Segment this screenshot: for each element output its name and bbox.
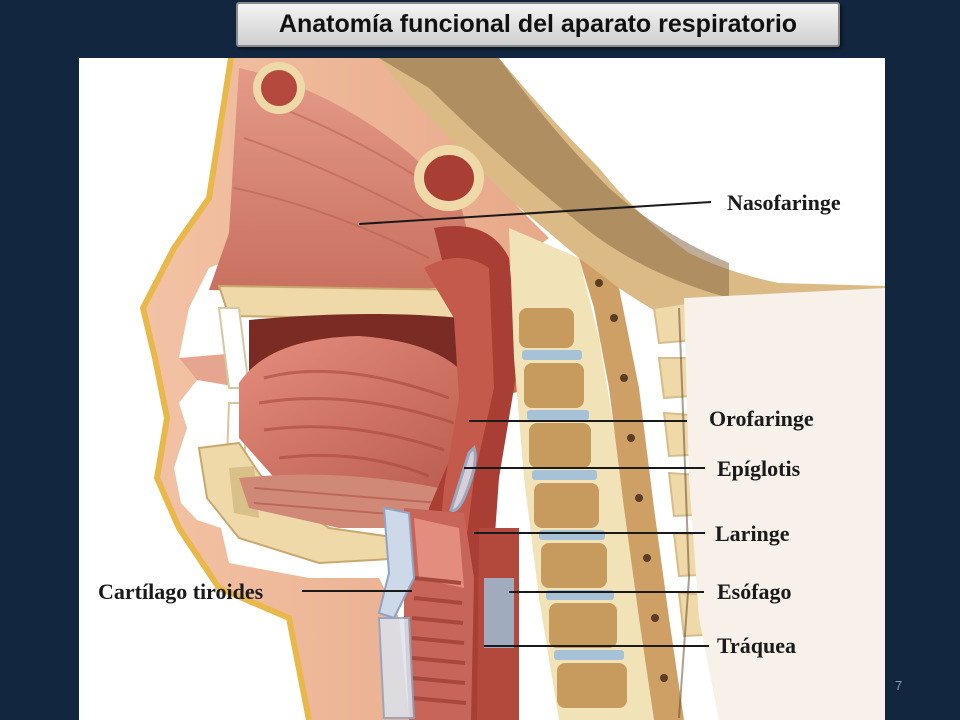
anatomy-figure: Nasofaringe Orofaringe Epíglotis Laringe… [79, 58, 885, 720]
label-traquea: Tráquea [717, 633, 797, 658]
label-cartilago-tiroides: Cartílago tiroides [98, 579, 264, 604]
label-esofago: Esófago [717, 579, 792, 604]
head-neck-sagittal-illustration [139, 58, 885, 720]
page-number: 7 [895, 678, 903, 693]
label-nasofaringe: Nasofaringe [727, 190, 841, 215]
label-orofaringe: Orofaringe [709, 406, 814, 431]
label-epiglotis: Epíglotis [717, 456, 801, 481]
title-box: Anatomía funcional del aparato respirato… [236, 2, 840, 47]
label-laringe: Laringe [715, 521, 790, 546]
slide-title: Anatomía funcional del aparato respirato… [278, 10, 798, 38]
